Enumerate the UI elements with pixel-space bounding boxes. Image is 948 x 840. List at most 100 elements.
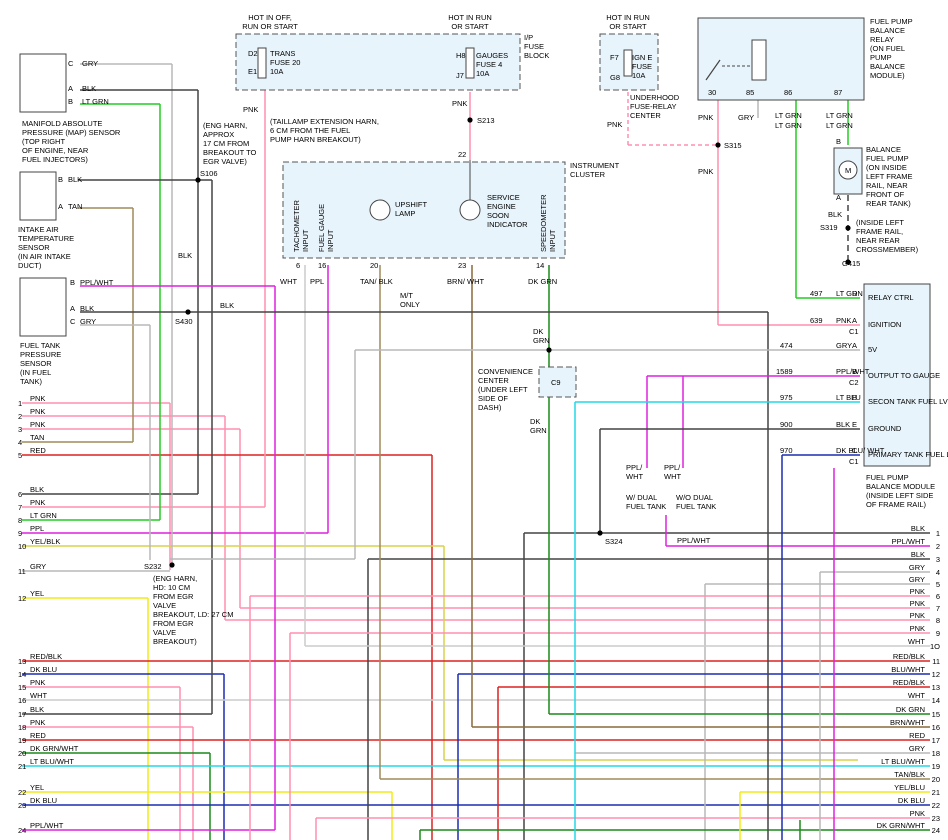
hot-label: HOT IN OFF, <box>248 13 292 22</box>
ftp-sensor-label: FUEL TANK <box>20 341 60 350</box>
w-dual-label: FUEL TANK <box>626 502 666 511</box>
wire-label: WHT <box>30 691 47 700</box>
hot-label: HOT IN RUN <box>606 13 650 22</box>
wire-label: BRN/WHT <box>890 718 925 727</box>
s232-description: BREAKOUT) <box>153 637 197 646</box>
balance-pump-label: FUEL PUMP <box>866 154 909 163</box>
right-connector-pin: 1 <box>936 529 940 538</box>
tachometer-input-label: INPUT <box>301 229 310 252</box>
speedometer-input-label: INPUT <box>548 229 557 252</box>
wire-label: WHT <box>908 691 925 700</box>
speedometer-input-label: SPEEDOMETER <box>539 194 548 252</box>
wire-label: TAN <box>30 433 44 442</box>
connector-id: C2 <box>849 378 859 387</box>
right-connector-pin: 21 <box>932 788 940 797</box>
wire-label: DK <box>533 327 543 336</box>
map-sensor-label: MANIFOLD ABSOLUTE <box>22 119 102 128</box>
circuit-number: 1589 <box>776 367 793 376</box>
relay-pin: 87 <box>834 88 842 97</box>
fuse-block-label: BLOCK <box>524 51 549 60</box>
wire-label: PNK <box>910 611 925 620</box>
gauges-fuse-label: 10A <box>476 69 489 78</box>
wire-label: BLK <box>30 705 44 714</box>
wire-label: PNK <box>30 498 45 507</box>
ign-fuse-label: IGN E <box>632 53 652 62</box>
wire-label: DK <box>530 417 540 426</box>
right-connector-pin: 16 <box>932 723 940 732</box>
left-connector-pin: 9 <box>18 529 22 538</box>
balance-pump-label: BALANCE <box>866 145 901 154</box>
wire-label: PPL/ <box>664 463 681 472</box>
ground-splice-label: NEAR REAR <box>856 236 900 245</box>
right-connector-pin: 1O <box>930 642 940 651</box>
sensor-pin: C <box>68 59 74 68</box>
wire-label: GRN <box>530 426 547 435</box>
wire-label: PNK <box>910 624 925 633</box>
ign-fuse-label: FUSE <box>632 62 652 71</box>
wire-label: PPL/WHT <box>677 536 711 545</box>
left-connector-pin: 4 <box>18 438 22 447</box>
right-connector-pin: 17 <box>932 736 940 745</box>
cluster-label: CLUSTER <box>570 170 606 179</box>
left-connector-pin: 12 <box>18 594 26 603</box>
hot-label: OR START <box>451 22 489 31</box>
wire-label: GRY <box>82 59 98 68</box>
splice-label: S232 <box>144 562 162 571</box>
wire-label: BLU/WHT <box>891 665 925 674</box>
fuse-pin: J7 <box>456 71 464 80</box>
left-connector-pin: 5 <box>18 451 22 460</box>
vertical-wires <box>78 63 860 840</box>
wire-label: PNK <box>452 99 467 108</box>
pump-pin: B <box>836 137 841 146</box>
wire-label: WHT <box>626 472 643 481</box>
fuse-pin: H8 <box>456 51 466 60</box>
cluster-pin: 20 <box>370 261 378 270</box>
right-connector-pin: 11 <box>932 657 940 666</box>
right-connector-pin: 12 <box>932 670 940 679</box>
module-pin-name: SECON TANK FUEL LVL SIG <box>868 397 948 406</box>
right-connector-pin: 14 <box>932 696 940 705</box>
right-connector-pin: 7 <box>936 604 940 613</box>
right-connector-pin: 19 <box>932 762 940 771</box>
wire-label: PNK <box>243 105 258 114</box>
ign-fuse-box <box>599 33 659 91</box>
ses-label: SOON <box>487 211 509 220</box>
wire-label: WHT <box>280 277 297 286</box>
relay-label: PUMP <box>870 53 892 62</box>
s232-description: HD: 10 CM <box>153 583 190 592</box>
cluster-pin: 14 <box>536 261 544 270</box>
splice-label: S106 <box>200 169 218 178</box>
iat-sensor-label: TEMPERATURE <box>18 234 74 243</box>
convenience-label: SIDE OF <box>478 394 508 403</box>
wire-label: RED/BLK <box>893 652 925 661</box>
wire-label: PNK <box>607 120 622 129</box>
ground-label: G415 <box>842 259 860 268</box>
splice-label: S430 <box>175 317 193 326</box>
hot-label: OR START <box>609 22 647 31</box>
right-connector-pin: 3 <box>936 555 940 564</box>
module-pin-name: RELAY CTRL <box>868 293 914 302</box>
sensor-pin: A <box>58 202 63 211</box>
relay-label: RELAY <box>870 35 894 44</box>
wire-label: TAN/ BLK <box>360 277 393 286</box>
wire-label: PPL <box>30 524 44 533</box>
wire-label: BLK <box>178 251 192 260</box>
module-pin: E <box>852 420 857 429</box>
s106-description: APPROX <box>203 130 234 139</box>
wire-label: PNK <box>30 420 45 429</box>
convenience-label: CENTER <box>478 376 509 385</box>
map-sensor-label: FUEL INJECTORS) <box>22 155 88 164</box>
underhood-label: FUSE-RELAY <box>630 102 677 111</box>
wire-label: GRY <box>80 317 96 326</box>
wire-label: YEL <box>30 589 44 598</box>
wo-dual-label: W/O DUAL <box>676 493 713 502</box>
wire-label: PPL/WHT <box>836 367 870 376</box>
wire-label: PPL <box>310 277 324 286</box>
left-connector-pin: 19 <box>18 736 26 745</box>
wire-label: RED <box>30 446 46 455</box>
iat-sensor-label: SENSOR <box>18 243 50 252</box>
left-connector-pin: 21 <box>18 762 26 771</box>
sensor-pin: B <box>70 278 75 287</box>
connector-id: C9 <box>551 378 561 387</box>
